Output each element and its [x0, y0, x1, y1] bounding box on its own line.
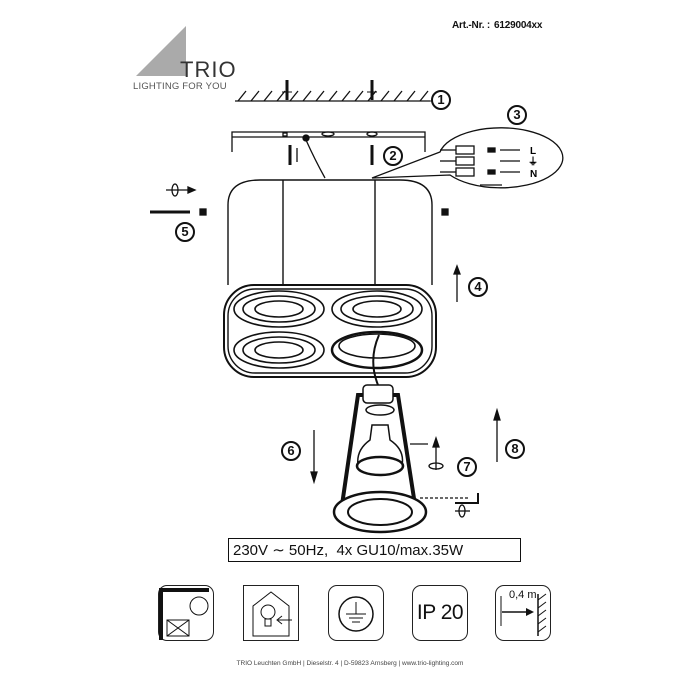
wire-label-earth: ⏚: [528, 156, 538, 168]
ip-rating-icon: IP 20: [412, 585, 468, 641]
hatch-line: [289, 90, 299, 102]
hatch-line: [328, 90, 338, 102]
footer-address: TRIO Leuchten GmbH | Dieselstr. 4 | D-59…: [236, 660, 464, 667]
mounting-bracket: [231, 131, 426, 179]
hatch-line: [419, 90, 429, 102]
spot-rings: [233, 290, 424, 386]
step-7: 7: [457, 457, 477, 477]
article-number: Art.-Nr. :6129004xx: [452, 20, 546, 31]
hatch-line: [237, 90, 247, 102]
hatch-line: [302, 90, 312, 102]
wire-label-live: L: [530, 146, 536, 157]
logo-triangle: [136, 26, 186, 76]
hatch-line: [250, 90, 260, 102]
step-8: 8: [505, 439, 525, 459]
spot-insert: [332, 384, 428, 534]
indoor-use-icon: [243, 585, 299, 641]
step-4: 4: [468, 277, 488, 297]
hatch-line: [380, 90, 390, 102]
ceiling-screws: [282, 80, 377, 100]
article-label: Art.-Nr. :: [452, 20, 491, 31]
step-2: 2: [383, 146, 403, 166]
step-5: 5: [175, 222, 195, 242]
article-value: 6129004xx: [494, 20, 543, 31]
wire-label-neutral: N: [530, 169, 537, 180]
step-1: 1: [431, 90, 451, 110]
logo-tagline: LIGHTING FOR YOU: [133, 81, 227, 92]
logo-brand: TRIO: [180, 57, 237, 82]
fixture-body: [223, 179, 437, 378]
electrical-spec: 230V ∼ 50Hz, 4x GU10/max.35W: [228, 538, 521, 562]
protective-earth-icon: [328, 585, 384, 641]
hatch-line: [341, 90, 351, 102]
no-insulation-cover-icon: [158, 585, 214, 641]
hatch-line: [393, 90, 403, 102]
step-6: 6: [281, 441, 301, 461]
wiring-detail: [371, 127, 564, 189]
arrows: [150, 183, 501, 518]
ceiling-hatch: [235, 90, 430, 102]
hatch-line: [276, 90, 286, 102]
hatch-line: [263, 90, 273, 102]
min-distance-icon: 0,4 m: [495, 585, 551, 641]
min-distance-label: 0,4 m: [509, 589, 537, 601]
hatch-line: [354, 90, 364, 102]
hatch-line: [406, 90, 416, 102]
step-3: 3: [507, 105, 527, 125]
hatch-line: [315, 90, 325, 102]
